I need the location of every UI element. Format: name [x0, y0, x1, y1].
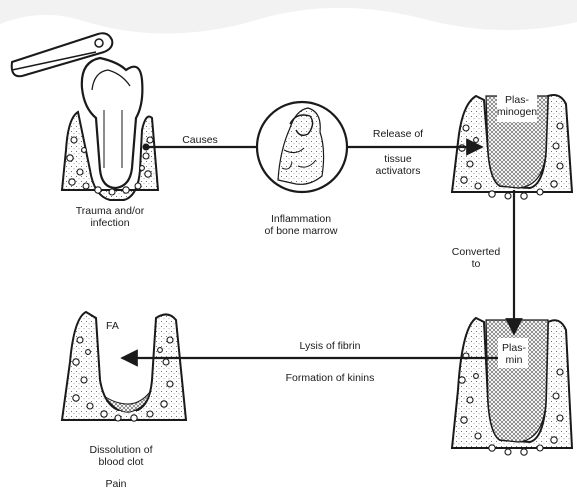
label-converted-line1: Converted: [444, 246, 508, 258]
label-plasminogen-line1: Plas-: [492, 94, 542, 106]
label-inflammation-line2: of bone marrow: [246, 225, 356, 237]
label-plasmin-line1: Plas-: [496, 342, 532, 354]
label-release-line1: Release of: [362, 128, 434, 140]
label-causes: Causes: [170, 134, 230, 146]
label-dissolution-line1: Dissolution of: [66, 444, 176, 456]
label-release-line3: activators: [362, 165, 434, 177]
label-trauma-line2: infection: [60, 217, 160, 229]
socket-plasmin-icon: [452, 318, 572, 455]
label-dissolution-line2: blood clot: [66, 456, 176, 468]
label-release-line2: tissue: [362, 153, 434, 165]
tooth-icon: [82, 58, 143, 188]
label-trauma-line1: Trauma and/or: [60, 205, 160, 217]
bone-marrow-icon: [257, 102, 347, 192]
watermark: [0, 0, 577, 34]
label-fa: FA: [106, 320, 136, 332]
label-inflammation-line1: Inflammation: [246, 213, 356, 225]
label-plasminogen-line2: minogen: [492, 106, 542, 118]
label-plasmin-line2: min: [496, 354, 532, 366]
label-pain: Pain: [86, 478, 146, 490]
label-lysis: Lysis of fibrin: [270, 340, 390, 352]
label-converted-line2: to: [444, 258, 508, 270]
label-kinins: Formation of kinins: [262, 372, 398, 384]
